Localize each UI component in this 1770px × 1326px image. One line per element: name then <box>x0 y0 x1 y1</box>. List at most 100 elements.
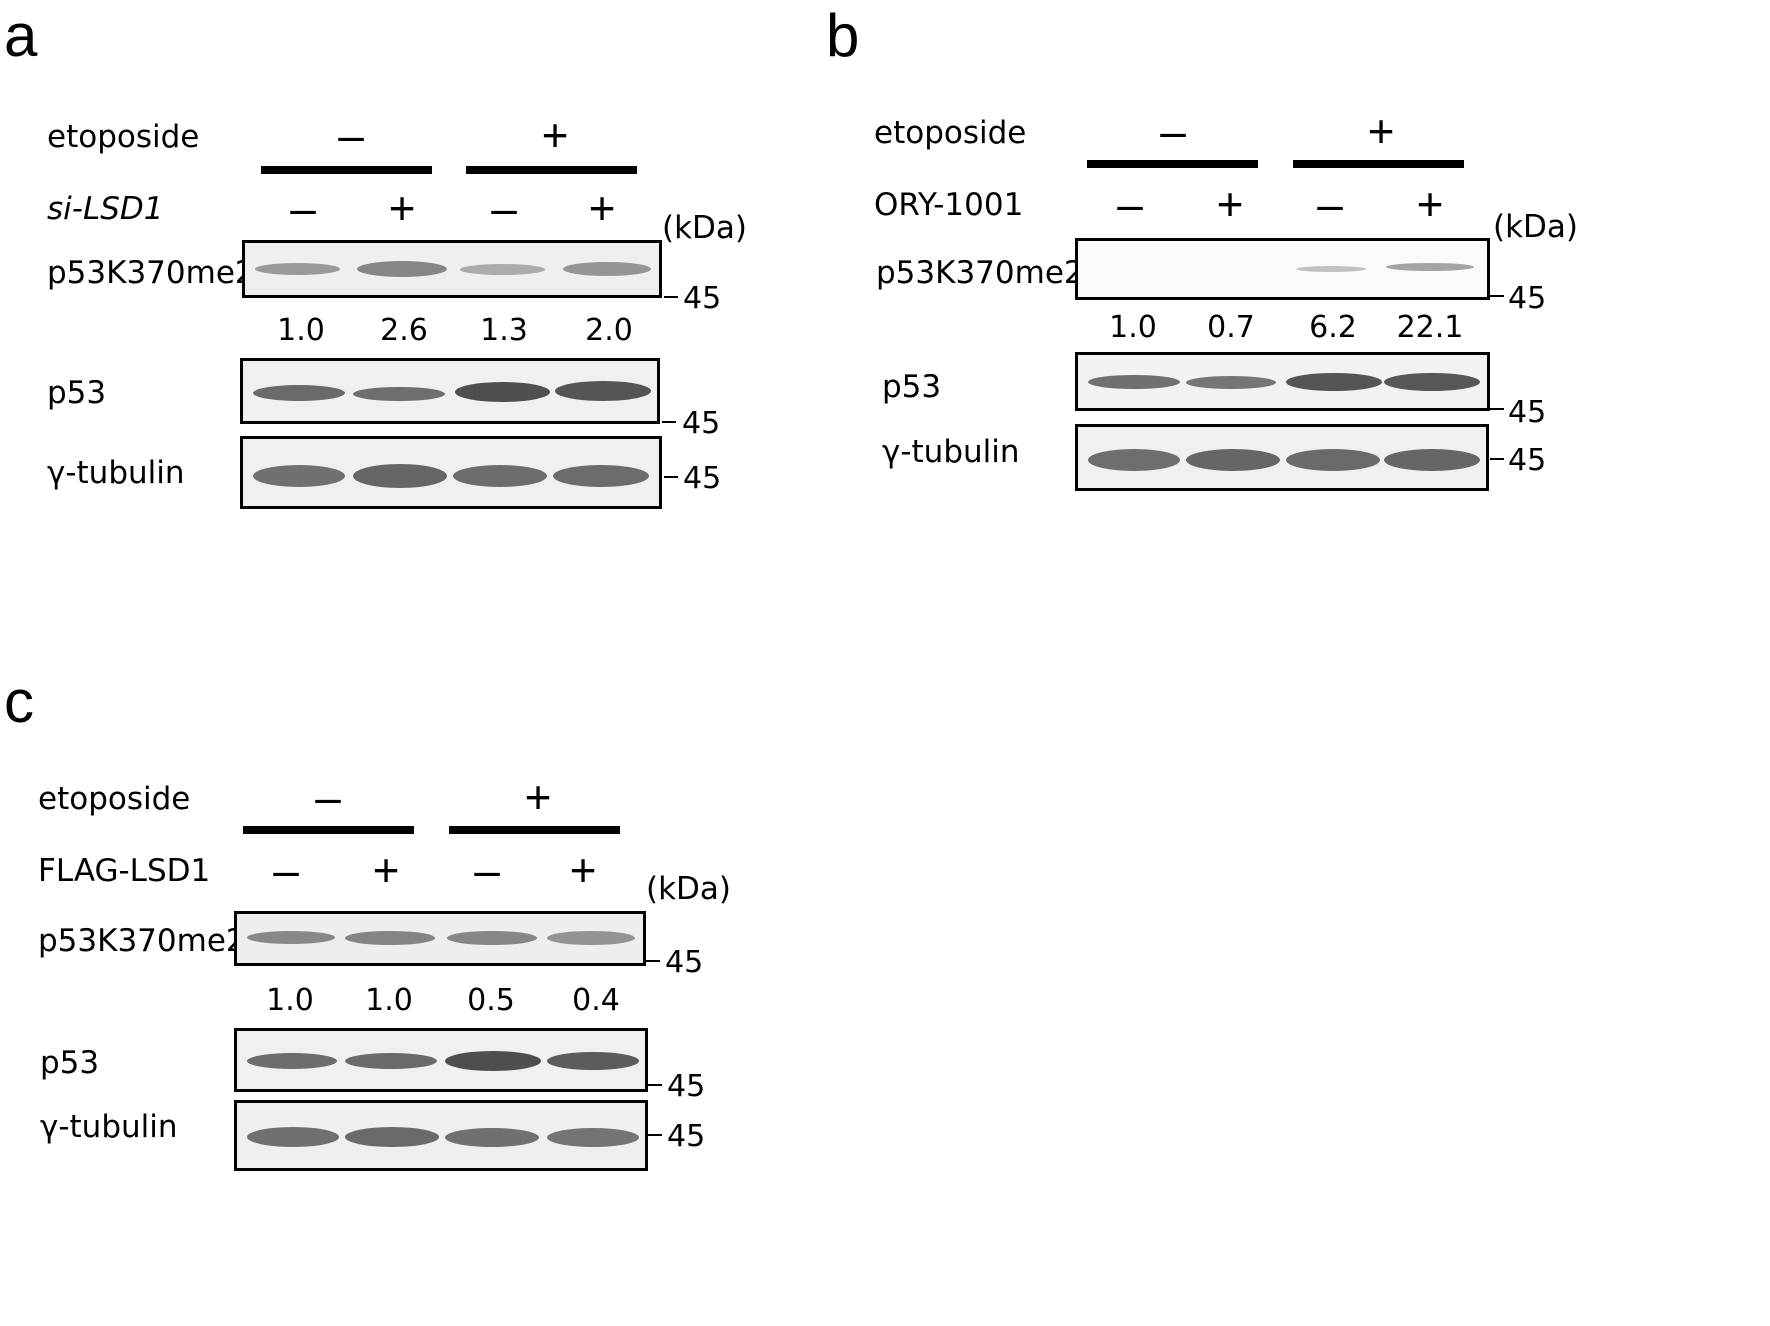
band <box>253 385 345 401</box>
etoposide-plus-a: + <box>541 109 569 161</box>
kda-unit-c: (kDa) <box>646 871 732 907</box>
lane-sign-a-2: + <box>388 182 416 234</box>
marker-tick <box>662 421 676 423</box>
mw-marker-b-2: 45 <box>1508 395 1547 430</box>
ory-1001-label: ORY-1001 <box>874 187 1024 223</box>
band <box>547 1128 639 1147</box>
marker-tick <box>1490 458 1504 460</box>
etoposide-plus-b: + <box>1367 105 1395 157</box>
lane-sign-c-4: + <box>569 844 597 896</box>
band <box>547 931 635 945</box>
blot-label-gamma-tubulin-b: γ-tubulin <box>882 434 1020 470</box>
band <box>357 261 447 277</box>
blot-p53k370me2-a <box>242 240 662 298</box>
marker-tick <box>1490 295 1504 297</box>
quant-a-3: 1.3 <box>480 313 528 348</box>
blot-label-gamma-tubulin-c: γ-tubulin <box>40 1109 178 1145</box>
band <box>455 382 550 402</box>
lane-sign-b-2: + <box>1216 178 1244 230</box>
blot-p53k370me2-b <box>1075 238 1490 300</box>
blot-label-p53k370me2-c: p53K370me2 <box>38 923 246 959</box>
lane-sign-b-3: – <box>1317 178 1343 230</box>
band <box>453 465 547 487</box>
band <box>247 931 335 944</box>
blot-gamma-tubulin-a <box>240 436 662 509</box>
band <box>253 465 345 487</box>
etoposide-label-c: etoposide <box>38 781 191 817</box>
mw-marker-c-1: 45 <box>665 945 704 980</box>
lane-sign-c-2: + <box>372 844 400 896</box>
mw-marker-b-1: 45 <box>1508 281 1547 316</box>
blot-label-p53k370me2-b: p53K370me2 <box>876 255 1084 291</box>
etoposide-minus-b: – <box>1160 105 1186 157</box>
blot-label-p53-c: p53 <box>40 1045 100 1081</box>
lane-sign-a-4: + <box>588 182 616 234</box>
lane-sign-a-3: – <box>491 182 517 234</box>
kda-unit-a: (kDa) <box>662 210 748 246</box>
band <box>255 263 340 275</box>
quant-c-3: 0.5 <box>467 983 515 1018</box>
band <box>1296 266 1366 272</box>
etoposide-bar-plus-b <box>1293 160 1464 168</box>
band <box>345 931 435 945</box>
blot-p53-b <box>1075 352 1490 411</box>
etoposide-plus-c: + <box>524 771 552 823</box>
mw-marker-a-1: 45 <box>683 281 722 316</box>
mw-marker-a-2: 45 <box>682 406 721 441</box>
band <box>547 1052 639 1070</box>
etoposide-bar-minus-c <box>243 826 414 834</box>
panel-letter-b: b <box>826 2 860 69</box>
quant-c-4: 0.4 <box>572 983 620 1018</box>
etoposide-label-a: etoposide <box>47 119 200 155</box>
band <box>1186 376 1276 389</box>
blot-label-p53-a: p53 <box>47 375 107 411</box>
lane-sign-b-4: + <box>1416 178 1444 230</box>
band <box>445 1128 539 1147</box>
blot-p53-c <box>234 1028 648 1092</box>
blot-p53-a <box>240 358 660 424</box>
band <box>1088 375 1180 389</box>
band <box>460 264 545 275</box>
marker-tick <box>1490 408 1504 410</box>
kda-unit-b: (kDa) <box>1493 209 1579 245</box>
marker-tick <box>664 296 678 298</box>
band <box>1286 449 1380 471</box>
mw-marker-b-3: 45 <box>1508 443 1547 478</box>
lane-sign-b-1: – <box>1117 178 1143 230</box>
band <box>1384 373 1480 391</box>
band <box>1386 263 1474 271</box>
band <box>345 1053 437 1069</box>
etoposide-minus-c: – <box>315 771 341 823</box>
marker-tick <box>664 476 678 478</box>
mw-marker-c-2: 45 <box>667 1069 706 1104</box>
marker-tick <box>648 1084 662 1086</box>
band <box>1088 449 1180 471</box>
quant-a-2: 2.6 <box>380 313 428 348</box>
etoposide-bar-plus-c <box>449 826 620 834</box>
panel-letter-c: c <box>4 668 34 735</box>
band <box>553 465 649 487</box>
quant-a-4: 2.0 <box>585 313 633 348</box>
etoposide-minus-a: – <box>338 109 364 161</box>
quant-b-2: 0.7 <box>1207 310 1255 345</box>
blot-gamma-tubulin-b <box>1075 424 1489 491</box>
band <box>353 464 447 488</box>
band <box>447 931 537 945</box>
etoposide-bar-minus-a <box>261 166 432 174</box>
band <box>1286 373 1382 391</box>
quant-c-2: 1.0 <box>365 983 413 1018</box>
lane-sign-c-3: – <box>474 844 500 896</box>
mw-marker-a-3: 45 <box>683 461 722 496</box>
band <box>1384 449 1480 471</box>
marker-tick <box>646 960 660 962</box>
blot-gamma-tubulin-c <box>234 1100 648 1171</box>
band <box>445 1051 541 1071</box>
quant-b-3: 6.2 <box>1309 310 1357 345</box>
blot-label-p53-b: p53 <box>882 369 942 405</box>
band <box>247 1053 337 1069</box>
band <box>353 387 445 401</box>
band <box>555 381 651 401</box>
band <box>247 1127 339 1147</box>
lane-sign-c-1: – <box>273 844 299 896</box>
quant-b-4: 22.1 <box>1396 310 1464 345</box>
